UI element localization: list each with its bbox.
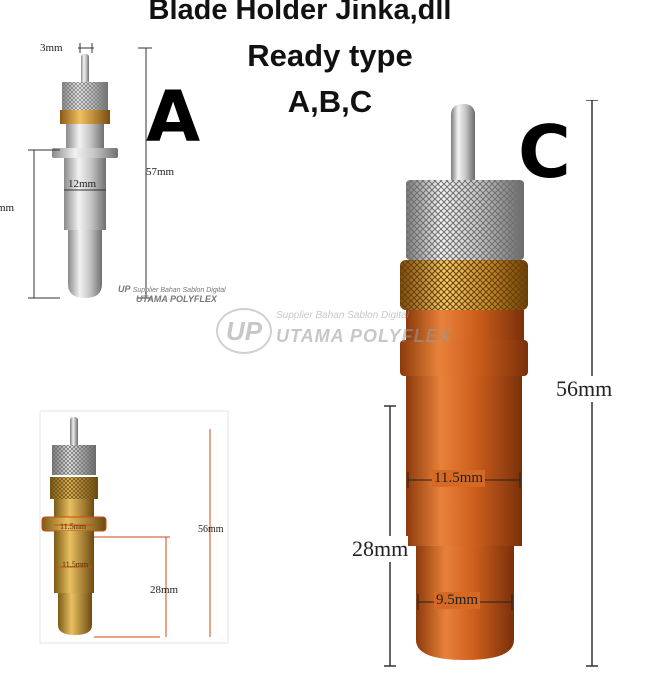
watermark-small-logo: UP: [118, 284, 131, 294]
product-a-figure: [0, 40, 220, 310]
watermark-large: UP Supplier Bahan Sablon Digital UTAMA P…: [216, 306, 476, 362]
dim-a-diameter: 12mm: [68, 178, 97, 190]
watermark-logo: UP: [216, 308, 272, 354]
title-line-3: A,B,C: [287, 84, 373, 119]
watermark-brand: UTAMA POLYFLEX: [276, 326, 452, 346]
dim-b-body: 28mm: [150, 584, 179, 596]
dim-c-upper-dia: 11.5mm: [432, 470, 486, 487]
dim-a-body: 35mm: [0, 202, 15, 214]
product-b-figure: [0, 405, 240, 655]
title-line-1: Blade Holder Jinka,dll: [148, 0, 452, 26]
dim-c-length: 56mm: [556, 376, 613, 402]
watermark-tagline: Supplier Bahan Sablon Digital: [276, 310, 409, 321]
dim-b-lower-dia: 11.5mm: [62, 560, 89, 569]
title-line-2: Ready type: [247, 38, 413, 73]
blade-holder-a-image: [28, 43, 152, 299]
watermark-small: UP Supplier Bahan Sablon Digital UTAMA P…: [118, 284, 226, 304]
letter-c: C: [518, 110, 571, 194]
letter-a: A: [146, 76, 201, 158]
watermark-small-tagline: Supplier Bahan Sablon Digital: [132, 287, 226, 294]
blade-holder-b-image: [39, 410, 229, 644]
watermark-small-brand: UTAMA POLYFLEX: [136, 294, 217, 304]
dim-b-length: 56mm: [198, 524, 224, 535]
dim-a-tip: 3mm: [40, 42, 63, 54]
dim-c-lower-dia: 9.5mm: [434, 592, 481, 609]
dim-c-body: 28mm: [352, 536, 409, 562]
product-c-figure: [360, 99, 620, 670]
blade-holder-c-image: [384, 99, 598, 667]
dim-b-upper-dia: 11.5mm: [60, 522, 87, 531]
dim-a-length: 57mm: [146, 166, 175, 178]
